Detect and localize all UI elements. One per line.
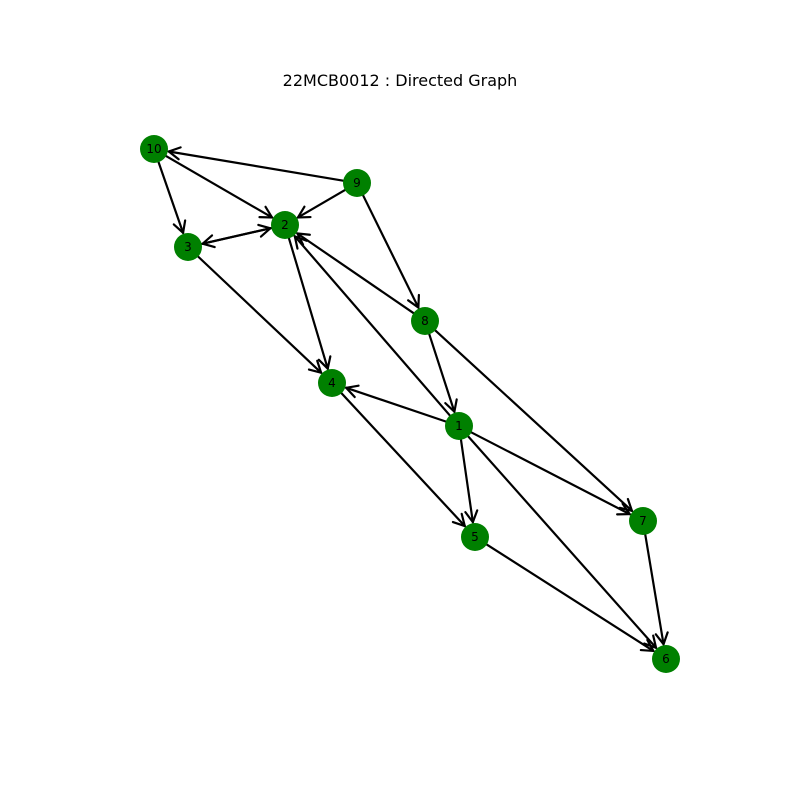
arrowhead	[172, 219, 187, 235]
node-label: 6	[662, 652, 670, 666]
edge-line	[197, 255, 323, 374]
edge-line	[167, 150, 345, 182]
edge-line	[485, 543, 655, 653]
edge-line	[467, 435, 658, 649]
node-circle	[343, 169, 371, 197]
edge-8-to-2	[295, 232, 415, 315]
edge-4-to-5	[340, 392, 467, 528]
edge-line	[434, 329, 634, 512]
edge-9-to-8	[362, 194, 420, 310]
edge-line	[157, 161, 185, 234]
edge-line	[428, 333, 456, 413]
edge-3-to-4	[197, 255, 323, 375]
edge-9-to-10	[166, 146, 345, 182]
edge-1-to-7	[470, 431, 632, 516]
node-9: 9	[343, 169, 371, 197]
edge-line	[296, 232, 415, 315]
arrowhead	[258, 205, 275, 219]
node-label: 3	[184, 240, 192, 254]
arrowhead	[451, 512, 467, 528]
node-circle	[271, 211, 299, 239]
edge-8-to-1	[428, 333, 458, 414]
edge-line	[644, 533, 665, 646]
node-label: 7	[639, 514, 647, 528]
node-label: 10	[146, 142, 161, 156]
arrowhead	[200, 234, 216, 249]
node-5: 5	[461, 523, 489, 551]
node-3: 3	[174, 233, 202, 261]
node-label: 8	[421, 314, 429, 328]
arrowhead	[293, 234, 308, 250]
edge-10-to-2	[165, 154, 275, 219]
node-10: 10	[140, 135, 168, 163]
node-label: 1	[455, 419, 463, 433]
node-circle	[174, 233, 202, 261]
edge-10-to-3	[157, 161, 187, 235]
node-8: 8	[411, 307, 439, 335]
edge-8-to-7	[434, 329, 634, 513]
arrowhead	[444, 398, 458, 414]
node-label: 9	[353, 176, 361, 190]
node-circle	[629, 507, 657, 535]
node-1: 1	[445, 412, 473, 440]
node-label: 5	[471, 530, 479, 544]
edge-line	[340, 392, 466, 528]
node-4: 4	[318, 369, 346, 397]
arrowhead	[295, 232, 311, 246]
edge-line	[470, 431, 631, 516]
edge-line	[293, 235, 451, 417]
edge-line	[165, 154, 274, 219]
edge-line	[287, 237, 329, 370]
graph-title: 22MCB0012 : Directed Graph	[282, 71, 518, 90]
arrowhead	[307, 359, 323, 375]
edge-7-to-6	[644, 533, 669, 647]
arrowhead	[166, 146, 182, 161]
node-circle	[445, 412, 473, 440]
edge-line	[362, 194, 420, 309]
node-circle	[411, 307, 439, 335]
node-circle	[461, 523, 489, 551]
arrowhead	[616, 502, 632, 516]
edge-line	[459, 438, 474, 524]
edge-9-to-2	[295, 188, 347, 219]
edge-layer	[157, 146, 669, 653]
edge-line	[201, 226, 273, 245]
edge-1-to-2	[293, 234, 451, 417]
edge-line	[345, 386, 447, 423]
node-circle	[140, 135, 168, 163]
node-7: 7	[629, 507, 657, 535]
node-6: 6	[652, 645, 680, 673]
arrowhead	[643, 634, 658, 650]
arrowhead	[317, 355, 332, 371]
arrowhead	[464, 509, 479, 525]
edge-1-to-6	[467, 435, 658, 650]
arrowhead	[654, 631, 669, 647]
edge-2-to-4	[287, 237, 332, 371]
arrowhead	[639, 638, 656, 653]
arrowhead	[344, 384, 360, 399]
node-2: 2	[271, 211, 299, 239]
node-circle	[318, 369, 346, 397]
arrowhead	[407, 293, 420, 310]
edge-2-to-3	[200, 226, 273, 249]
node-label: 4	[328, 376, 336, 390]
arrowhead	[618, 497, 634, 513]
node-label: 2	[281, 218, 289, 232]
arrowhead	[295, 205, 312, 219]
node-layer: 1 2 3 4 5 6 7 8 9 10	[140, 135, 680, 673]
node-circle	[652, 645, 680, 673]
edge-1-to-5	[459, 438, 479, 525]
edge-5-to-6	[485, 543, 656, 653]
edge-1-to-4	[344, 384, 447, 423]
edge-line	[296, 188, 347, 219]
